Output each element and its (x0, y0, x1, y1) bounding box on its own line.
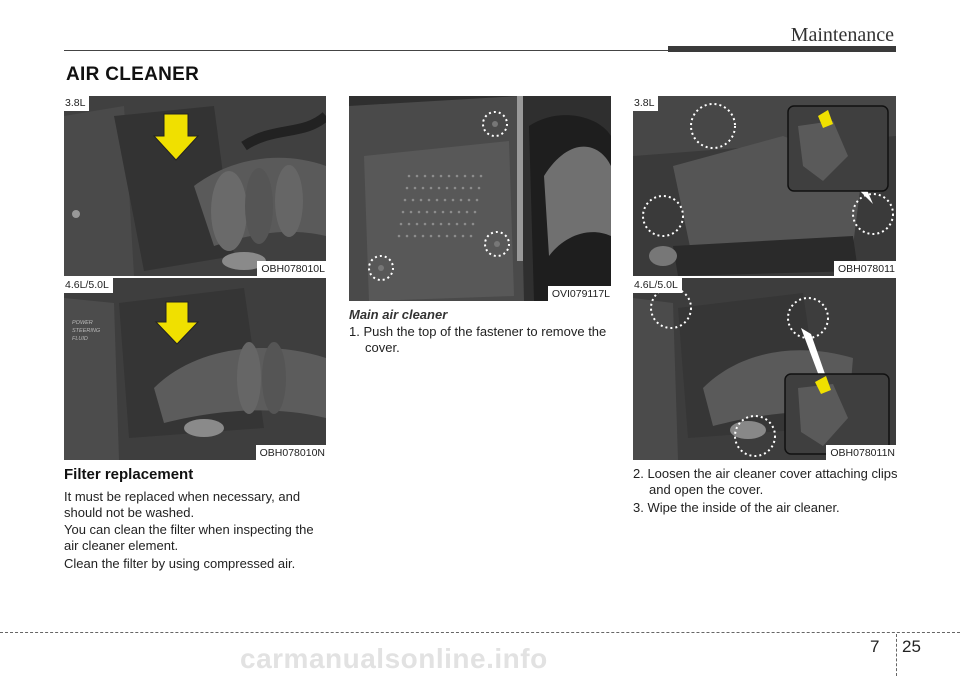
engine-photo-4-6l: POWER STEERING FLUID 4.6L/5.0L OBH078010… (64, 278, 326, 460)
engine-illustration (64, 96, 326, 276)
air-cleaner-cover-illustration (349, 96, 611, 301)
svg-text:FLUID: FLUID (72, 336, 88, 342)
step-3: 3. Wipe the inside of the air cleaner. (633, 500, 840, 515)
engine-photo-3-8l: 3.8L OBH078010L (64, 96, 326, 276)
engine-size-tag: 4.6L/5.0L (633, 278, 682, 293)
clip-marker-icon (734, 415, 776, 457)
main-air-cleaner-photo: OVI079117L (349, 96, 611, 301)
filter-paragraph: Clean the filter by using compressed air… (64, 556, 296, 571)
yellow-clip-icon (818, 110, 833, 128)
image-code: OVI079117L (547, 286, 611, 301)
step-2: 2. Loosen the air cleaner cover attachin… (633, 466, 898, 497)
fastener-marker-icon (484, 231, 510, 257)
engine-illustration: POWER STEERING FLUID (64, 278, 326, 460)
svg-text:STEERING: STEERING (72, 328, 101, 334)
cover-clips-photo-4-6l: 4.6L/5.0L OBH078011N (633, 278, 896, 460)
image-code: OBH078011 (833, 261, 896, 276)
clip-marker-icon (642, 195, 684, 237)
filter-paragraph: You can clean the filter when inspecting… (64, 522, 314, 553)
yellow-arrow-icon (154, 301, 200, 345)
air-cleaner-clips-illustration (633, 96, 896, 276)
image-code: OBH078010N (255, 445, 326, 460)
footer-divider (896, 634, 897, 676)
cover-clips-photo-3-8l: 3.8L OBH078011 (633, 96, 896, 276)
chapter-number: 7 (870, 637, 880, 656)
engine-size-tag: 3.8L (633, 96, 659, 111)
image-code: OBH078010L (257, 261, 326, 276)
fastener-marker-icon (368, 255, 394, 281)
page-number: 25 (902, 637, 921, 656)
header-bar (668, 46, 896, 52)
watermark: carmanualsonline.info (240, 643, 548, 674)
yellow-arrow-icon (152, 113, 200, 161)
air-cleaner-clips-illustration (633, 278, 896, 460)
header-rule (64, 50, 668, 51)
engine-size-tag: 4.6L/5.0L (64, 278, 113, 293)
section-title: AIR CLEANER (66, 64, 200, 85)
image-code: OBH078011N (826, 445, 896, 460)
clip-marker-icon (650, 287, 692, 329)
filter-replacement-heading: Filter replacement (64, 466, 194, 483)
step-1: 1. Push the top of the fastener to remov… (349, 324, 607, 355)
clip-marker-icon (690, 103, 736, 149)
engine-size-tag: 3.8L (64, 96, 90, 111)
yellow-clip-icon (815, 376, 831, 394)
filter-paragraph: It must be replaced when necessary, and … (64, 489, 301, 520)
main-air-cleaner-heading: Main air cleaner (349, 307, 448, 322)
clip-marker-icon (852, 193, 894, 235)
footer-rule (0, 632, 960, 633)
running-header: Maintenance (790, 24, 894, 46)
fastener-marker-icon (482, 111, 508, 137)
svg-text:POWER: POWER (72, 320, 93, 326)
